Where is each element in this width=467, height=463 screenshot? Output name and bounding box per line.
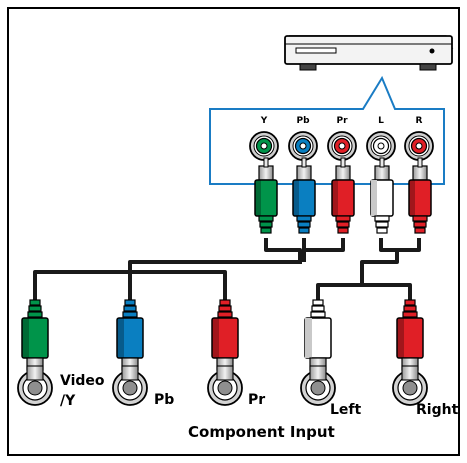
cable-trunk-video [128,260,302,272]
cable-r [360,238,421,285]
cables [33,238,421,300]
jack-label-right: Right [416,402,459,418]
caption-component-input: Component Input [188,423,335,441]
jack-left [300,299,336,406]
socket-pr [327,131,357,161]
socket-pb [288,131,318,161]
panel-plug-y [254,157,278,234]
port-label-r: R [416,116,423,126]
cable-l [379,238,401,252]
jack-label-y: /Y [60,393,76,409]
socket-y [249,131,279,161]
socket-r [404,131,434,161]
cable-to-pr-jack [130,270,227,300]
cable-pr [306,238,345,252]
jack-pr [207,299,243,406]
port-label-l: L [378,116,384,126]
jack-label-video: Video [60,373,105,389]
dvd-player-icon [284,35,454,71]
panel-plug-l [370,157,394,234]
port-label-pr: Pr [336,116,348,126]
cable-to-video-jack [33,270,130,300]
panel-plug-r [408,157,432,234]
diagram-frame [7,7,460,456]
cable-y [264,238,302,262]
jack-label-pb: Pb [154,392,174,408]
jack-pb [112,299,148,406]
port-label-y: Y [260,116,268,126]
panel-plug-pb [292,157,316,234]
cable-to-left-jack [316,283,362,300]
socket-l [366,131,396,161]
back-panel-callout [209,75,445,185]
jack-video [17,299,53,406]
panel-plugs [254,157,432,234]
cable-to-right-jack [362,283,412,300]
jack-label-left: Left [330,402,362,418]
jack-right [392,299,428,406]
lower-plugs [17,299,428,406]
jack-label-pr: Pr [248,392,265,408]
port-label-pb: Pb [296,116,310,126]
panel-plug-pr [331,157,355,234]
